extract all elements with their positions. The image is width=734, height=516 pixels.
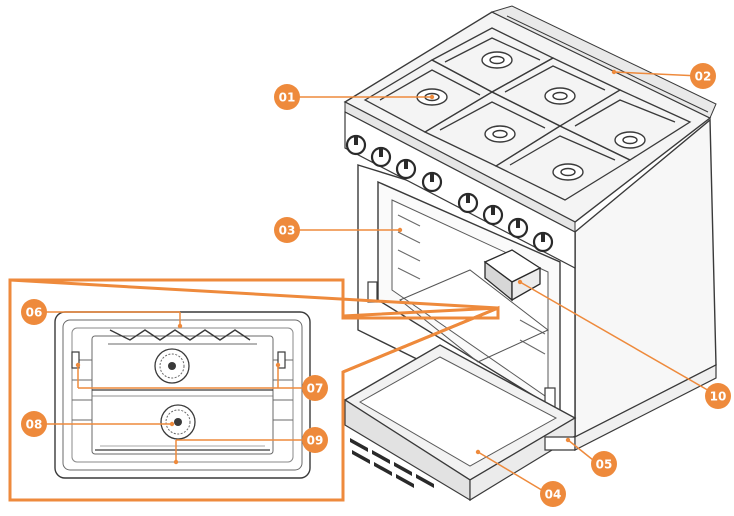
callout-07-label: 07	[307, 382, 324, 396]
oven-light-left	[71, 351, 80, 369]
callout-03: 03	[274, 217, 300, 243]
range-illustration	[343, 5, 717, 502]
callout-06-label: 06	[26, 306, 43, 320]
callout-04-label: 04	[545, 488, 562, 502]
callout-10-label: 10	[710, 390, 727, 404]
inset-frame	[8, 278, 500, 502]
burner-grates	[363, 27, 692, 201]
callout-02-label: 02	[695, 70, 712, 84]
callout-08-label: 08	[26, 418, 43, 432]
oven-interior-inset	[54, 311, 311, 479]
callout-01: 01	[274, 84, 300, 110]
kick-plate	[544, 436, 576, 451]
convection-fan-upper	[154, 348, 190, 384]
callout-09: 09	[302, 427, 328, 453]
oven-light-right	[277, 351, 286, 369]
callout-08: 08	[21, 411, 47, 437]
callout-04: 04	[540, 481, 566, 507]
callout-02: 02	[690, 63, 716, 89]
convection-fan-lower	[160, 404, 196, 440]
callout-01-label: 01	[279, 91, 296, 105]
callout-03-label: 03	[279, 224, 296, 238]
callout-06: 06	[21, 299, 47, 325]
callout-05: 05	[591, 451, 617, 477]
callout-10: 10	[705, 383, 731, 409]
leader-lines	[42, 71, 719, 493]
callout-09-label: 09	[307, 434, 324, 448]
callout-07: 07	[302, 375, 328, 401]
callout-05-label: 05	[596, 458, 613, 472]
